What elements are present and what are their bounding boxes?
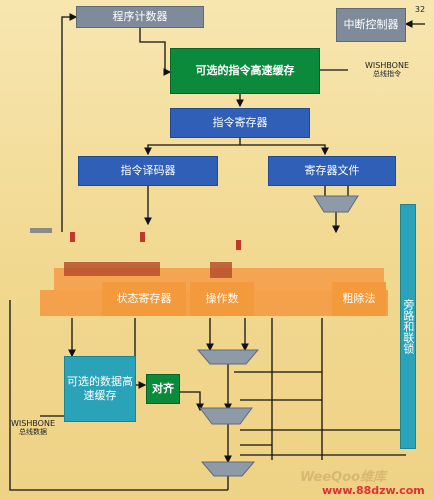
icache-bus-name: WISHBONE xyxy=(364,61,410,70)
status-register-stage: 状态寄存器 xyxy=(102,282,186,316)
operand-label: 操作数 xyxy=(205,292,239,306)
bypass-interlock-label: 旁路和联锁 xyxy=(401,299,415,354)
icache-bus-label: WISHBONE 总线指令 xyxy=(348,61,426,78)
instruction-decoder-box: 指令译码器 xyxy=(78,156,218,186)
instruction-cache-box: 可选的指令高速缓存 xyxy=(170,48,320,94)
interrupt-controller-box: 中断控制器 xyxy=(336,8,406,42)
register-file-label: 寄存器文件 xyxy=(304,164,360,178)
align-label: 对齐 xyxy=(152,382,174,396)
watermark-brand: WeeQoo维库 xyxy=(300,470,387,485)
decorative-red-block xyxy=(210,262,232,278)
coarse-divide-stage: 粗除法 xyxy=(332,282,386,316)
dcache-bus-name: WISHBONE xyxy=(10,419,56,428)
decorative-red-strip xyxy=(64,262,160,276)
status-register-label: 状态寄存器 xyxy=(116,292,172,306)
dcache-bus-label: WISHBONE 总线数据 xyxy=(2,419,64,436)
align-box: 对齐 xyxy=(146,374,180,404)
interrupt-controller-label: 中断控制器 xyxy=(343,18,399,32)
bypass-interlock-column: 旁路和联锁 xyxy=(400,204,416,449)
watermark-url: www.88dzw.com xyxy=(322,484,425,497)
operand-stage: 操作数 xyxy=(190,282,254,316)
icache-bus-sub: 总线指令 xyxy=(373,69,401,78)
register-file-box: 寄存器文件 xyxy=(268,156,396,186)
program-counter-box: 程序计数器 xyxy=(76,6,204,28)
instruction-decoder-label: 指令译码器 xyxy=(120,164,176,178)
instruction-cache-label: 可选的指令高速缓存 xyxy=(195,64,295,78)
instruction-register-label: 指令寄存器 xyxy=(212,116,268,130)
data-cache-label: 可选的数据高速缓存 xyxy=(67,375,133,402)
interrupt-bits-label: 32 xyxy=(414,5,426,14)
instruction-register-box: 指令寄存器 xyxy=(170,108,310,138)
data-cache-box: 可选的数据高速缓存 xyxy=(64,356,136,422)
dcache-bus-sub: 总线数据 xyxy=(19,427,47,436)
coarse-divide-label: 粗除法 xyxy=(342,292,376,306)
program-counter-label: 程序计数器 xyxy=(112,10,168,24)
